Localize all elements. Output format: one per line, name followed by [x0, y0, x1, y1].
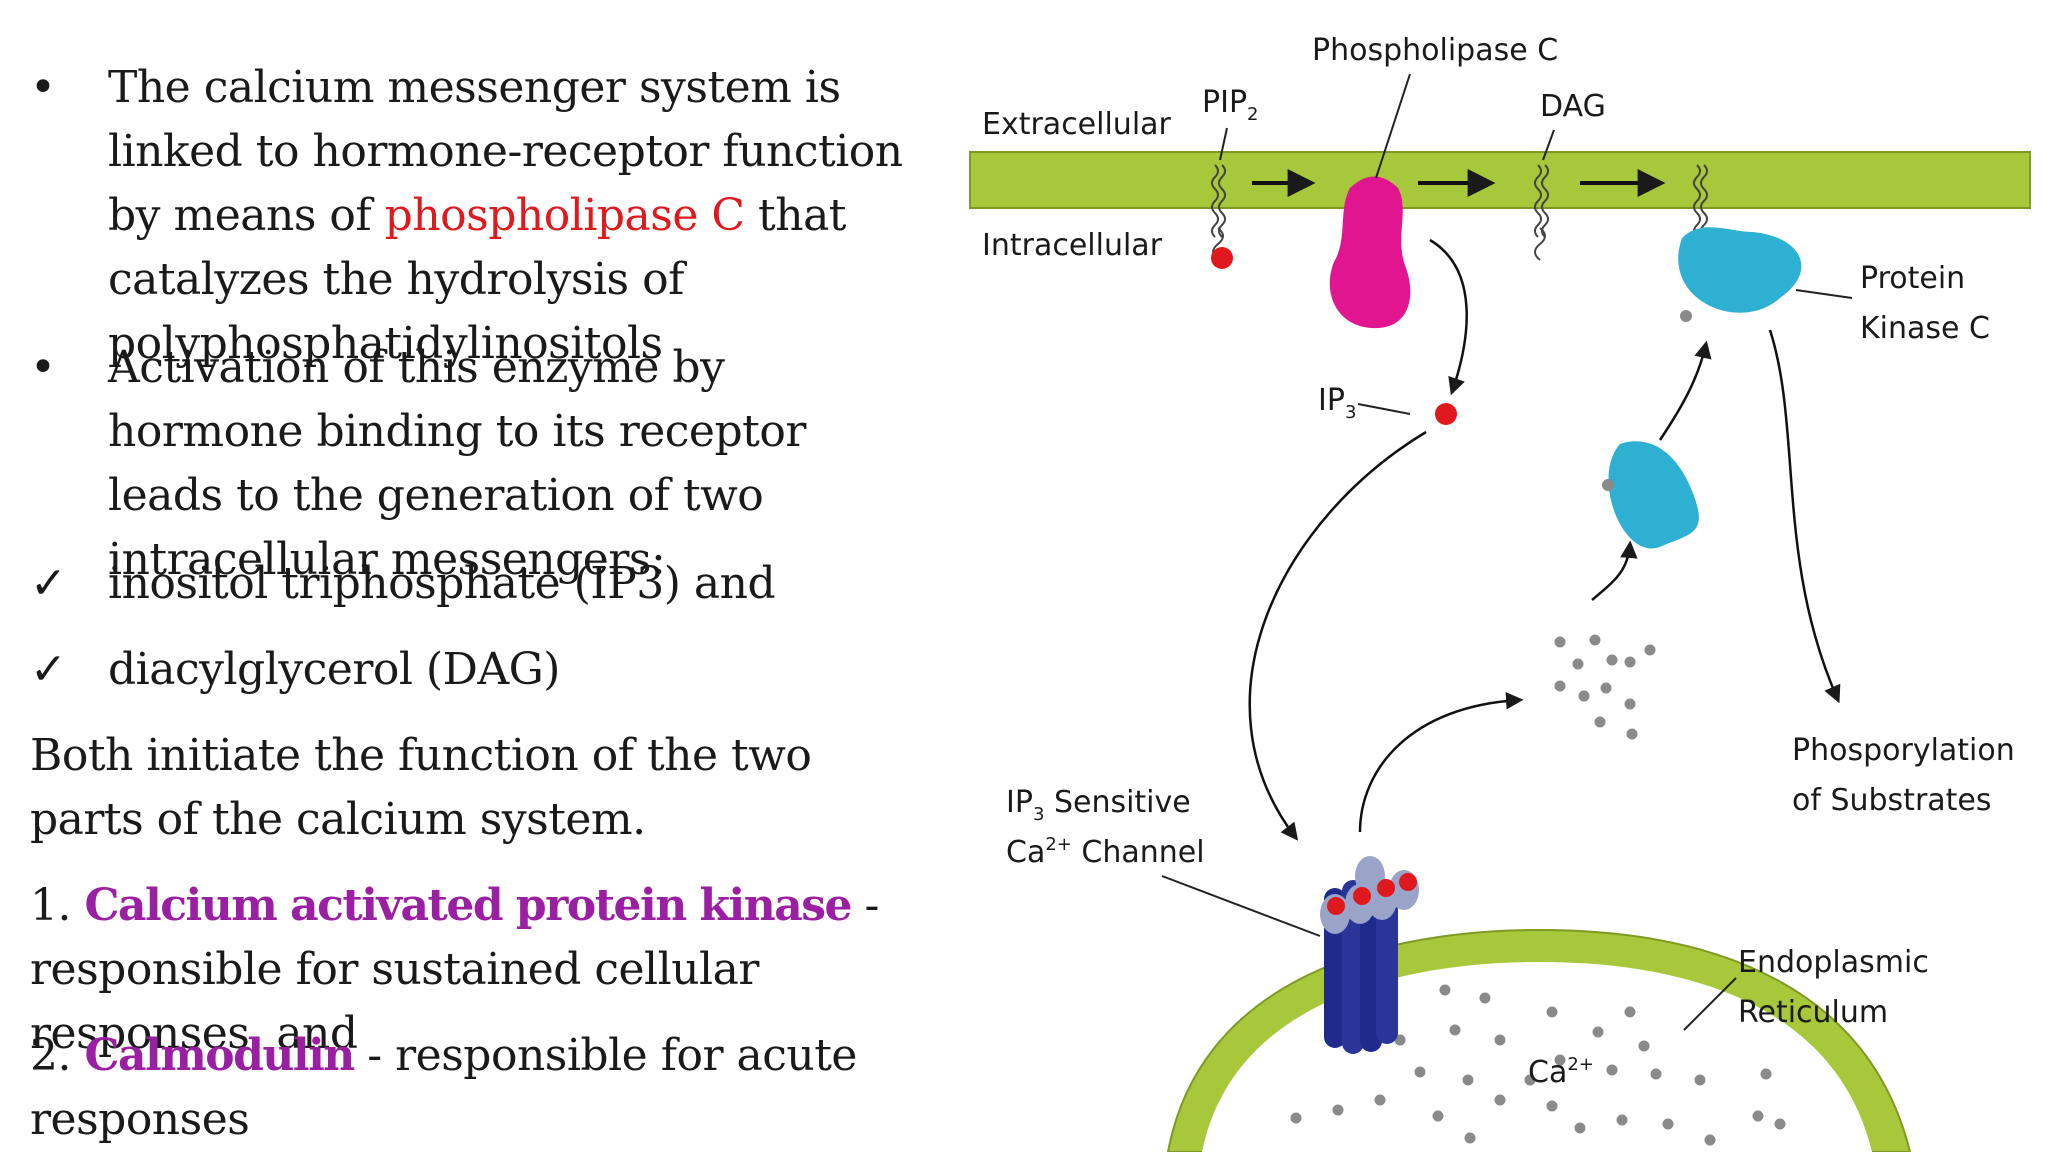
label-ip3: IP3: [1318, 383, 1356, 423]
plc-to-ip3-arrow: [1429, 238, 1468, 396]
label-endoplasmic: Endoplasmic: [1738, 945, 1929, 980]
term-calmodulin: Calmodulin: [84, 1030, 355, 1081]
bullet-marker: •: [30, 342, 56, 393]
dag-lipid: [1534, 164, 1542, 238]
kinase-binding-site: [1602, 479, 1614, 491]
dag-lipid: [1541, 164, 1549, 238]
ip3-to-channel-arrow: [1248, 430, 1427, 841]
pip2-headgroup: [1211, 247, 1233, 269]
channel-to-calcium-arrow: [1358, 692, 1524, 833]
dag-lipid: [1693, 164, 1701, 238]
dag-tail: [1534, 227, 1546, 261]
label-ip3-sensitive: IP3 Sensitive: [1006, 785, 1191, 825]
label-intracellular: Intracellular: [982, 228, 1163, 263]
item-number: 1.: [30, 880, 85, 931]
protein-kinase-c-inactive: [1608, 441, 1699, 549]
kinase-binding-site: [1680, 310, 1692, 322]
protein-kinase-c-active: [1678, 227, 1802, 313]
phospholipase-c-highlight: phospholipase C: [384, 190, 745, 241]
numbered-item-2: 2. Calmodulin - responsible for acute re…: [30, 1024, 910, 1152]
er-calcium-ions: [1290, 984, 1786, 1146]
kinase-to-substrate-arrow: [1768, 329, 1841, 704]
calcium-to-kinase-arrow: [1591, 540, 1638, 601]
label-pip2: PIP2: [1202, 85, 1258, 125]
check-item-dag: diacylglycerol (DAG): [108, 644, 560, 695]
phospholipase-c-leader: [1375, 73, 1411, 179]
check-mark-icon: ✓: [30, 644, 67, 695]
numbered-item-1: 1. Calcium activated protein kinase - re…: [30, 874, 910, 1066]
bullet-phospholipase: The calcium messenger system is linked t…: [108, 56, 908, 376]
pip2-leader: [1219, 127, 1228, 161]
label-dag: DAG: [1540, 89, 1606, 124]
channel-leader: [1161, 875, 1321, 937]
pip2-lipid: [1218, 164, 1226, 238]
label-protein: Protein: [1860, 261, 1965, 296]
text-panel: • The calcium messenger system is linked…: [0, 0, 940, 1152]
label-reticulum: Reticulum: [1738, 995, 1888, 1030]
dag-lipid: [1700, 164, 1708, 238]
label-of-substrates: of Substrates: [1792, 783, 1992, 818]
label-phospholipase-c: Phospholipase C: [1312, 33, 1558, 68]
released-calcium-ions: [1554, 634, 1656, 740]
kinase-leader: [1795, 289, 1853, 299]
ip3-leader: [1357, 403, 1411, 415]
er-leader: [1683, 977, 1737, 1031]
check-mark-icon: ✓: [30, 558, 67, 609]
label-ca-channel: Ca2+ Channel: [1006, 834, 1205, 870]
label-extracellular: Extracellular: [982, 107, 1172, 142]
item-description: - responsible for acute responses: [30, 1030, 857, 1145]
phospholipase-c-enzyme: [1329, 176, 1411, 329]
check-item-ip3: inositol triphosphate (IP3) and: [108, 558, 776, 609]
pip2-lipid: [1211, 164, 1219, 238]
bullet-text: The calcium messenger system is linked t…: [108, 62, 903, 241]
ip3-molecule: [1435, 403, 1457, 425]
bullet-marker: •: [30, 62, 56, 113]
label-phosphorylation: Phosporylation: [1792, 733, 2015, 768]
label-kinase-c: Kinase C: [1860, 311, 1990, 346]
plasma-membrane: [969, 151, 2031, 209]
summary-text: Both initiate the function of the two pa…: [30, 730, 812, 845]
dag-leader: [1542, 129, 1555, 161]
term-calcium-kinase: Calcium activated protein kinase: [84, 880, 852, 931]
bullet-activation: Activation of this enzyme by hormone bin…: [108, 342, 806, 585]
kinase-activation-arrow: [1658, 340, 1712, 441]
ip3-sensitive-channel: [1320, 856, 1419, 1054]
label-ca-er: Ca2+: [1528, 1054, 1594, 1090]
item-description: - responsible for sustained cellular res…: [30, 880, 879, 1059]
item-number: 2.: [30, 1030, 85, 1081]
calcium-pathway-diagram: Phospholipase C PIP2 DAG Extracellular I…: [940, 0, 2048, 1153]
bullet-text: that catalyzes the hydrolysis of polypho…: [108, 190, 846, 369]
